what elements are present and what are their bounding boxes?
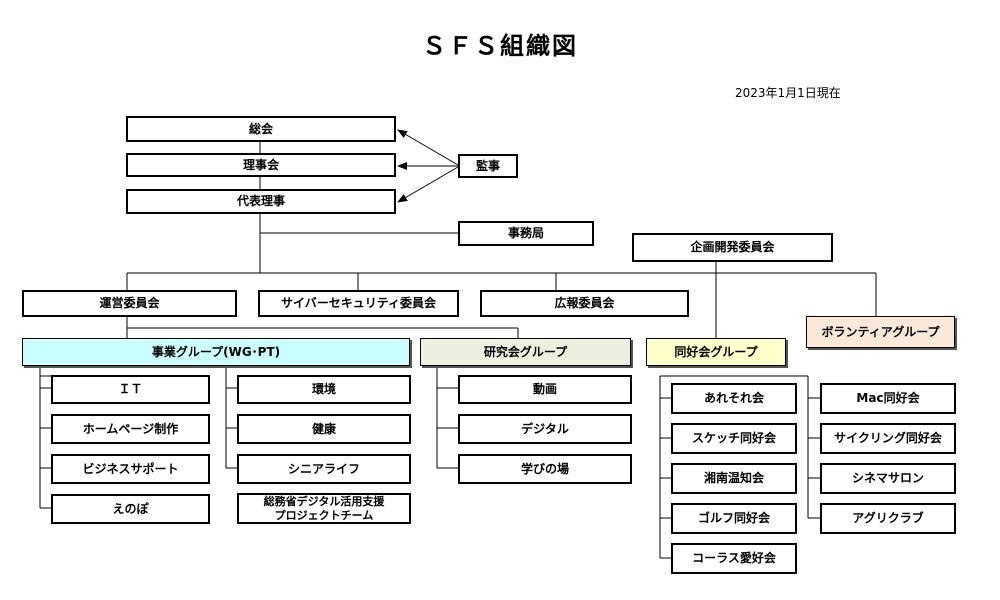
box-jigyou-homepage: ホームページ制作 (51, 414, 210, 444)
box-jigyou-enopo: えのぽ (51, 494, 210, 524)
box-doukou-cinema: シネマサロン (820, 463, 956, 494)
box-jigyou-kankyo: 環境 (237, 375, 411, 404)
box-jigyou-senior: シニアライフ (237, 454, 411, 484)
box-kenkyu-douga: 動画 (458, 375, 632, 404)
box-rijikai: 理事会 (126, 153, 396, 177)
box-jigyou-project: 総務省デジタル活用支援 プロジェクトチーム (237, 493, 411, 524)
box-doukou-cycling: サイクリング同好会 (820, 423, 956, 454)
box-doukou-aresore: あれそれ会 (671, 383, 797, 414)
arrow-kansa-soukai (397, 129, 459, 166)
box-kenkyu-manabi: 学びの場 (458, 454, 632, 484)
box-doukou-agri: アグリクラブ (820, 503, 956, 534)
box-unei: 運営委員会 (22, 290, 237, 317)
box-jigyou-it: ＩＴ (51, 375, 210, 404)
box-jimukyoku: 事務局 (458, 221, 594, 246)
box-doukou-sketch: スケッチ同好会 (671, 423, 797, 454)
box-kouhou: 広報委員会 (480, 290, 689, 317)
box-doukou: 同好会グループ (646, 338, 786, 366)
box-kenkyu-digital: デジタル (458, 414, 632, 444)
date-label: 2023年1月1日現在 (735, 86, 841, 100)
box-soukai: 総会 (126, 116, 396, 142)
box-kenkyu: 研究会グループ (420, 338, 631, 366)
box-jigyou: 事業グループ(WG･PT) (22, 338, 410, 366)
page-title: ＳＦＳ組織図 (422, 32, 578, 60)
box-daihyo: 代表理事 (126, 189, 396, 214)
project-line-1: 総務省デジタル活用支援 (263, 495, 385, 509)
box-volunteer: ボランティアグループ (806, 316, 955, 348)
box-doukou-golf: ゴルフ同好会 (671, 503, 797, 534)
arrow-kansa-daihyo (397, 166, 459, 203)
box-doukou-shonan: 湘南温知会 (671, 463, 797, 494)
box-kikaku: 企画開発委員会 (632, 233, 833, 262)
project-line-2: プロジェクトチーム (274, 508, 374, 522)
box-jigyou-business: ビジネスサポート (51, 454, 210, 484)
box-kansa: 監事 (458, 154, 518, 178)
box-doukou-mac: Mac同好会 (820, 383, 956, 414)
box-jigyou-kenkou: 健康 (237, 414, 411, 444)
box-cyber: サイバーセキュリティ委員会 (258, 290, 459, 317)
box-doukou-chorus: コーラス愛好会 (671, 543, 797, 574)
